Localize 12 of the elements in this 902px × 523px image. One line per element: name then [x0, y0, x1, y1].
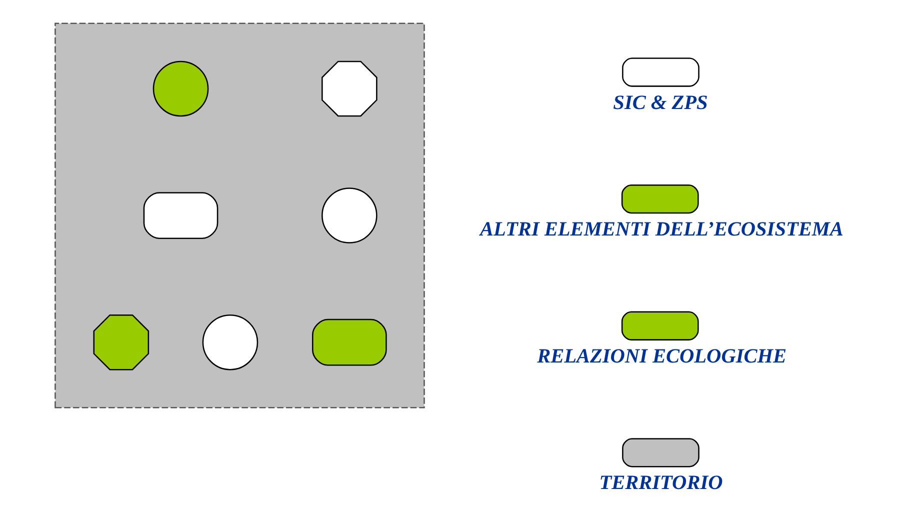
node-box [142, 192, 218, 239]
node-circle [152, 60, 208, 117]
cluster [54, 22, 424, 408]
node-circle [321, 188, 377, 244]
node-cross [321, 60, 377, 117]
node-box [312, 318, 386, 366]
legend-label: TERRITORIO [598, 472, 722, 494]
node-circle [202, 314, 258, 370]
legend-label: SIC & ZPS [612, 92, 708, 114]
legend-label: ALTRI ELEMENTI DELL’ECOSISTEMA [480, 218, 843, 241]
legend-label: RELAZIONI ECOLOGICHE [536, 345, 786, 368]
node-cross [92, 314, 149, 370]
